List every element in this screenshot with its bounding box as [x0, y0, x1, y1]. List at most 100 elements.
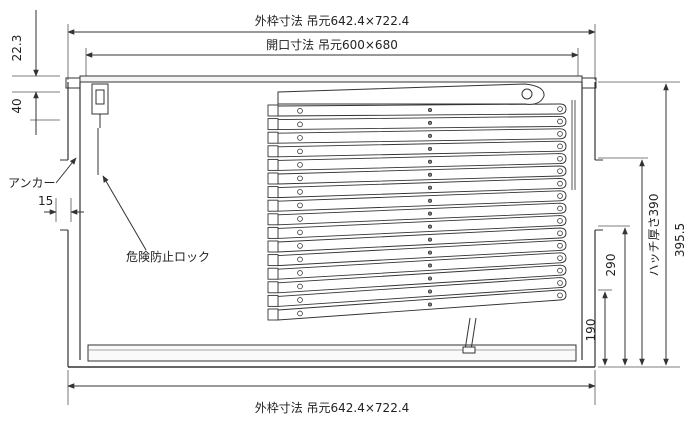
- dim-22-3: 22.3: [10, 35, 24, 62]
- slat-hinge: [267, 267, 279, 280]
- left-dimensions: 22.3 40 15 アンカー: [8, 10, 84, 222]
- slat-rivet: [297, 216, 303, 222]
- slat-rivet: [297, 202, 303, 209]
- slat: [277, 215, 567, 239]
- top-outer-dimension: 外枠寸法 吊元642.4×722.4: [67, 14, 596, 80]
- slat-rivet: [557, 218, 563, 224]
- slat-rivet: [557, 280, 563, 286]
- slat-hinge: [267, 158, 279, 171]
- dim-395-5: 395.5: [673, 223, 687, 257]
- slat-rivet: [297, 310, 303, 317]
- slat-rivet: [427, 224, 432, 229]
- slat-hinge: [267, 118, 279, 131]
- hinge-arm: [277, 83, 545, 105]
- slat-rivet: [297, 297, 303, 303]
- slat-rivet: [427, 237, 432, 242]
- slat-rivet: [557, 230, 563, 237]
- slat-rivet: [297, 229, 303, 236]
- slat-rivet: [557, 292, 563, 299]
- slat-hinge: [267, 104, 279, 117]
- slat: [277, 289, 567, 321]
- dim-290: 290: [604, 254, 618, 277]
- slat-rivet: [557, 168, 563, 174]
- slat-hinge: [267, 131, 279, 144]
- dim-390: ハッチ厚さ390: [647, 194, 661, 277]
- slat-rivet: [427, 211, 432, 216]
- slat-rivet: [557, 155, 563, 162]
- slat-hinge: [267, 199, 279, 212]
- slat-rivet: [427, 302, 432, 307]
- top-opening-label: 開口寸法 吊元600×680: [266, 38, 398, 52]
- slat: [277, 165, 567, 185]
- slat-rivet: [297, 175, 303, 182]
- dim-15: 15: [38, 194, 53, 208]
- stay-rod: [462, 317, 477, 354]
- slat: [277, 153, 567, 171]
- slat-hinge: [267, 254, 279, 267]
- slat: [277, 115, 567, 131]
- slat-rivet: [557, 205, 563, 212]
- slat-rivet: [427, 133, 432, 138]
- slat-rivet: [297, 148, 303, 155]
- slat-rivet: [427, 276, 432, 281]
- slat-rivet: [557, 180, 563, 187]
- slat-hinge: [267, 294, 279, 307]
- slat-rivet: [557, 118, 563, 125]
- lock-label: 危険防止ロック: [126, 249, 210, 264]
- slat-rivet: [557, 267, 563, 274]
- slat-hinge: [267, 213, 279, 226]
- slat-rivet: [427, 250, 432, 255]
- slat-rivet: [427, 120, 432, 125]
- lock-leader: [102, 175, 147, 251]
- slat-rivet: [427, 159, 432, 164]
- slat-hinge: [267, 308, 279, 321]
- slat-rivet: [427, 263, 432, 268]
- outer-frame: [60, 75, 603, 368]
- slat: [277, 239, 567, 267]
- slat: [277, 252, 567, 280]
- slat-hinge: [267, 145, 279, 158]
- slat: [277, 202, 567, 226]
- slat: [277, 103, 567, 117]
- slat: [277, 140, 567, 158]
- dim-40: 40: [10, 98, 24, 113]
- slat-rivet: [427, 172, 432, 177]
- slat-rivet: [297, 162, 303, 168]
- slat-rivet: [557, 131, 563, 137]
- top-opening-dimension: 開口寸法 吊元600×680: [85, 38, 579, 80]
- slat-rivet: [297, 270, 303, 276]
- slat-hinge: [267, 240, 279, 253]
- slat-rivet: [297, 243, 303, 249]
- slat-rivet: [297, 283, 303, 290]
- slat-rivet: [557, 193, 563, 199]
- slat-rivet: [427, 198, 432, 203]
- slat-rivet: [557, 255, 563, 261]
- slat-rivet: [297, 189, 303, 195]
- slat-rivet: [427, 146, 432, 151]
- anchor-label: アンカー: [8, 176, 56, 190]
- slat-rivet: [557, 106, 563, 112]
- top-outer-label: 外枠寸法 吊元642.4×722.4: [255, 14, 410, 28]
- danger-lock-mechanism: [91, 83, 109, 175]
- slat-hinge: [267, 186, 279, 199]
- slat: [277, 190, 567, 212]
- slat: [277, 128, 567, 144]
- bottom-outer-dimension: 外枠寸法 吊元642.4×722.4: [67, 370, 596, 415]
- right-link: [571, 100, 576, 190]
- slat-stack: [267, 103, 567, 321]
- slat: [277, 177, 567, 199]
- slat-rivet: [427, 107, 432, 112]
- slat-rivet: [297, 256, 303, 263]
- slat-rivet: [297, 108, 303, 114]
- slat-rivet: [557, 143, 563, 150]
- slat-rivet: [427, 289, 432, 294]
- slat-rivet: [297, 135, 303, 141]
- slat: [277, 264, 567, 294]
- slat-hinge: [267, 226, 279, 239]
- slat: [277, 277, 567, 307]
- slat-hinge: [267, 172, 279, 185]
- slat-rivet: [297, 121, 303, 128]
- right-dimensions: 190 290 ハッチ厚さ390 395.5: [584, 81, 687, 368]
